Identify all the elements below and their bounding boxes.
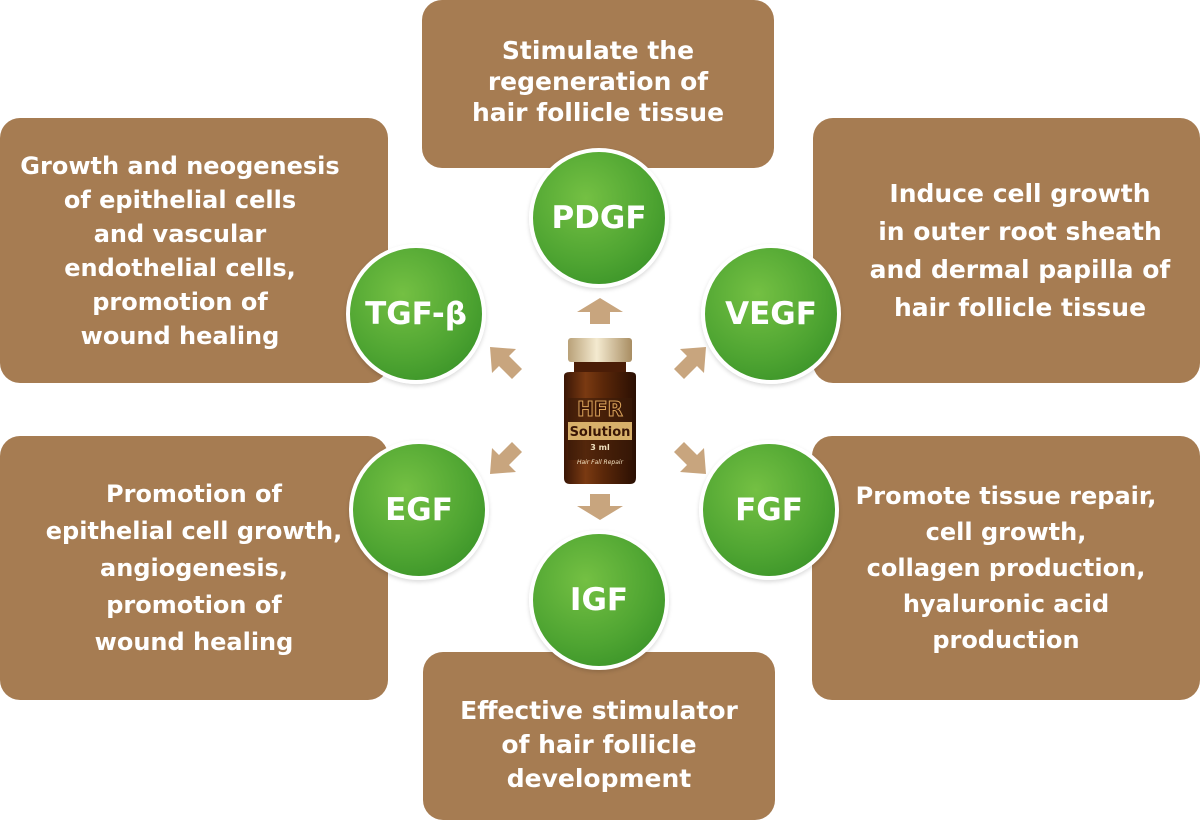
- product-tagline: Hair Fall Repair: [577, 459, 624, 466]
- tgf-description-box: Growth and neogenesis of epithelial cell…: [0, 118, 388, 383]
- fgf-description: Promote tissue repair, cell growth, coll…: [855, 482, 1157, 654]
- vegf-circle: VEGF: [701, 244, 841, 384]
- fgf-circle: FGF: [699, 440, 839, 580]
- pdgf-description-box: Stimulate the regeneration of hair folli…: [422, 0, 774, 168]
- tgf-beta-label: TGF-β: [365, 296, 467, 332]
- arrow-down-left-icon: [490, 442, 522, 474]
- arrow-up-left-icon: [490, 347, 522, 379]
- egf-description-box: Promotion of epithelial cell growth, ang…: [0, 436, 388, 700]
- egf-description: Promotion of epithelial cell growth, ang…: [45, 479, 343, 656]
- product-vial-image: HFR Solution 3 ml Hair Fall Repair: [564, 338, 636, 484]
- pdgf-circle: PDGF: [529, 148, 669, 288]
- arrow-up-right-icon: [674, 347, 706, 379]
- igf-description-box: Effective stimulator of hair follicle de…: [423, 652, 775, 820]
- egf-circle: EGF: [349, 440, 489, 580]
- vegf-description: Induce cell growth in outer root sheath …: [869, 178, 1171, 322]
- product-volume: 3 ml: [590, 443, 610, 452]
- fgf-label: FGF: [735, 492, 803, 528]
- pdgf-description: Stimulate the regeneration of hair folli…: [471, 35, 725, 127]
- vegf-description-box: Induce cell growth in outer root sheath …: [813, 118, 1200, 383]
- product-name: Solution: [570, 425, 631, 440]
- igf-label: IGF: [569, 582, 629, 618]
- arrow-up-icon: [577, 298, 623, 324]
- tgf-beta-circle: TGF-β: [346, 244, 486, 384]
- arrow-down-right-icon: [674, 442, 706, 474]
- arrow-down-icon: [577, 494, 623, 520]
- vegf-label: VEGF: [725, 296, 817, 332]
- igf-description: Effective stimulator of hair follicle de…: [460, 696, 738, 793]
- egf-label: EGF: [385, 492, 453, 528]
- fgf-description-box: Promote tissue repair, cell growth, coll…: [812, 436, 1200, 700]
- product-brand: HFR: [577, 397, 623, 421]
- tgf-description: Growth and neogenesis of epithelial cell…: [20, 151, 340, 350]
- pdgf-label: PDGF: [551, 200, 647, 236]
- igf-circle: IGF: [529, 530, 669, 670]
